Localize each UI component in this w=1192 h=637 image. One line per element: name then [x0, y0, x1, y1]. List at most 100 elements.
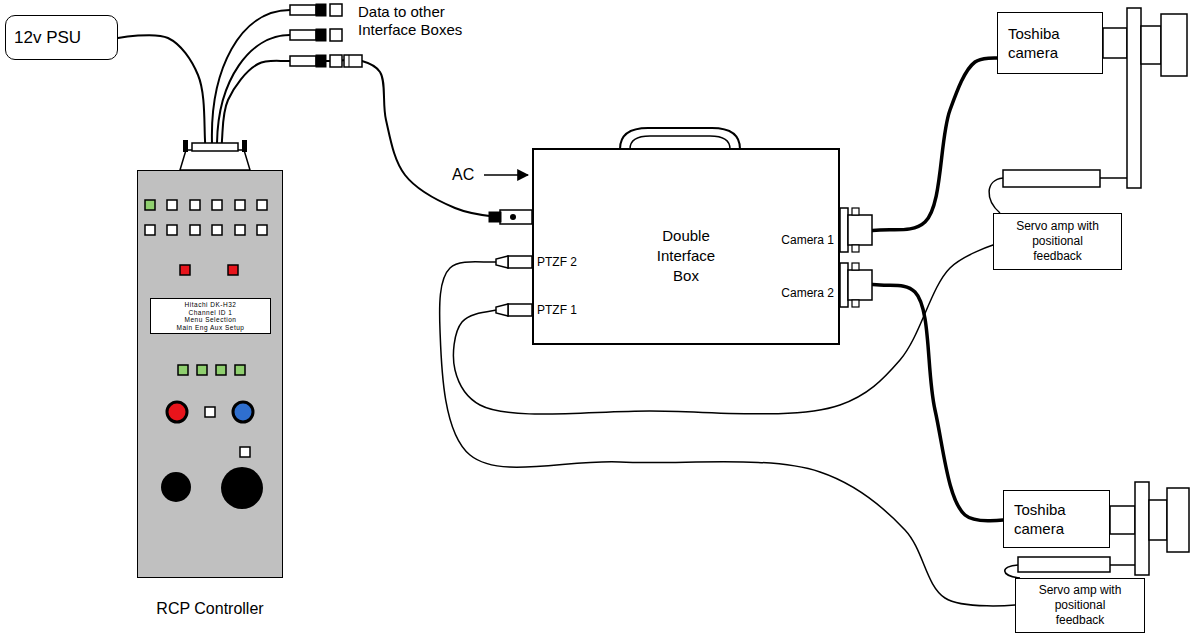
push-button [190, 200, 200, 210]
camera-cable [840, 58, 997, 231]
camera-connector [852, 208, 859, 215]
box-label: Toshiba camera [1008, 24, 1096, 62]
joystick [221, 467, 263, 509]
data-connector [330, 4, 342, 16]
data-connector [290, 5, 316, 15]
cable-coupler [344, 55, 362, 67]
box-label: Servo amp with positional feedback [1033, 583, 1128, 628]
servo-amp-box: Servo amp with positional feedback [1015, 578, 1145, 633]
push-button [145, 225, 155, 235]
data-cable [212, 10, 290, 143]
connector-post [242, 140, 247, 152]
lens-motor [1018, 557, 1110, 572]
led-indicator [197, 365, 207, 375]
camera-connector [852, 263, 859, 270]
box-label: Toshiba camera [1014, 500, 1103, 538]
data-plug [489, 212, 501, 222]
data-connector [316, 29, 326, 41]
push-button [212, 225, 222, 235]
cable-coupler [349, 55, 350, 67]
camera-connector [840, 263, 848, 307]
multi-pin-connector [180, 150, 250, 170]
display-line: Menu Selection [185, 316, 237, 324]
data-plug [500, 210, 532, 224]
ptzf-plug [508, 304, 532, 316]
ptzf-plug [496, 256, 508, 268]
lens-front [1167, 488, 1189, 552]
lens-drive-bar [1127, 8, 1141, 188]
push-button [235, 200, 245, 210]
push-button [235, 225, 245, 235]
push-button [167, 200, 177, 210]
data-connector [290, 56, 316, 66]
box-label: Servo amp with positional feedback [1010, 219, 1105, 264]
port-label: PTZF 1 [537, 303, 597, 317]
data-plug [510, 214, 516, 220]
data-connector [330, 55, 342, 67]
power-arrow [484, 174, 528, 176]
camera-connector [840, 208, 848, 252]
drive-link [1110, 564, 1135, 566]
led-indicator [235, 365, 245, 375]
camera-connector [848, 270, 872, 300]
lcd-display: Hitachi DK-H32Channel ID 1Menu Selection… [150, 298, 271, 334]
lens-barrel [1149, 500, 1167, 540]
push-button [257, 200, 267, 210]
display-line: Main Eng Aux Setup [177, 324, 245, 332]
ptzf-plug [508, 256, 532, 268]
port-label: Camera 2 [766, 286, 834, 300]
led-indicator [178, 365, 188, 375]
display-line: Channel ID 1 [189, 309, 233, 317]
lens-front [1161, 14, 1187, 76]
data-connector [316, 4, 326, 16]
push-button [240, 447, 250, 457]
rotary-control [161, 472, 191, 502]
ptzf-plug [496, 304, 508, 316]
push-button [190, 225, 200, 235]
lens-drive-bar [1135, 482, 1149, 575]
led-indicator [145, 200, 155, 210]
panel-face [137, 170, 283, 578]
servo-amp-box: Servo amp with positional feedback [993, 213, 1122, 270]
servo-wire [989, 178, 1003, 213]
carry-handle [620, 128, 740, 149]
control-knob [233, 402, 253, 422]
port-label: PTZF 2 [537, 255, 597, 269]
cable-label: Data to other Interface Boxes [358, 3, 474, 39]
data-cable [217, 35, 290, 143]
push-button [212, 200, 222, 210]
camera-box: Toshiba camera [997, 12, 1103, 74]
led-indicator [216, 365, 226, 375]
lens-mount [1110, 506, 1135, 534]
led-indicator [180, 265, 190, 275]
camera-connector [852, 245, 859, 252]
multi-pin-connector [192, 143, 238, 151]
drive-link [1100, 177, 1127, 179]
box-label: 12v PSU [14, 28, 81, 48]
port-label: Camera 1 [766, 233, 834, 247]
lens-mount [1103, 28, 1127, 58]
data-connector [316, 55, 326, 67]
lens-barrel [1141, 26, 1161, 64]
lens-motor [1003, 170, 1100, 187]
led-indicator [228, 265, 238, 275]
data-connector [330, 29, 342, 41]
servo-wire [1005, 565, 1020, 578]
control-knob [167, 402, 187, 422]
power-label: AC [452, 165, 482, 184]
controller-panel: RCP ControllerHitachi DK-H32Channel ID 1… [137, 170, 283, 578]
display-line: Hitachi DK-H32 [185, 301, 237, 309]
camera-box: Toshiba camera [1003, 490, 1110, 548]
push-button [205, 407, 215, 417]
camera-connector [852, 300, 859, 307]
data-connector [290, 30, 316, 40]
box-label: Double Interface Box [646, 226, 726, 286]
psu-box: 12v PSU [5, 15, 118, 60]
push-button [167, 225, 177, 235]
connector-post [183, 140, 188, 152]
camera-connector [848, 215, 872, 245]
panel-caption: RCP Controller [138, 599, 282, 618]
push-button [257, 225, 267, 235]
